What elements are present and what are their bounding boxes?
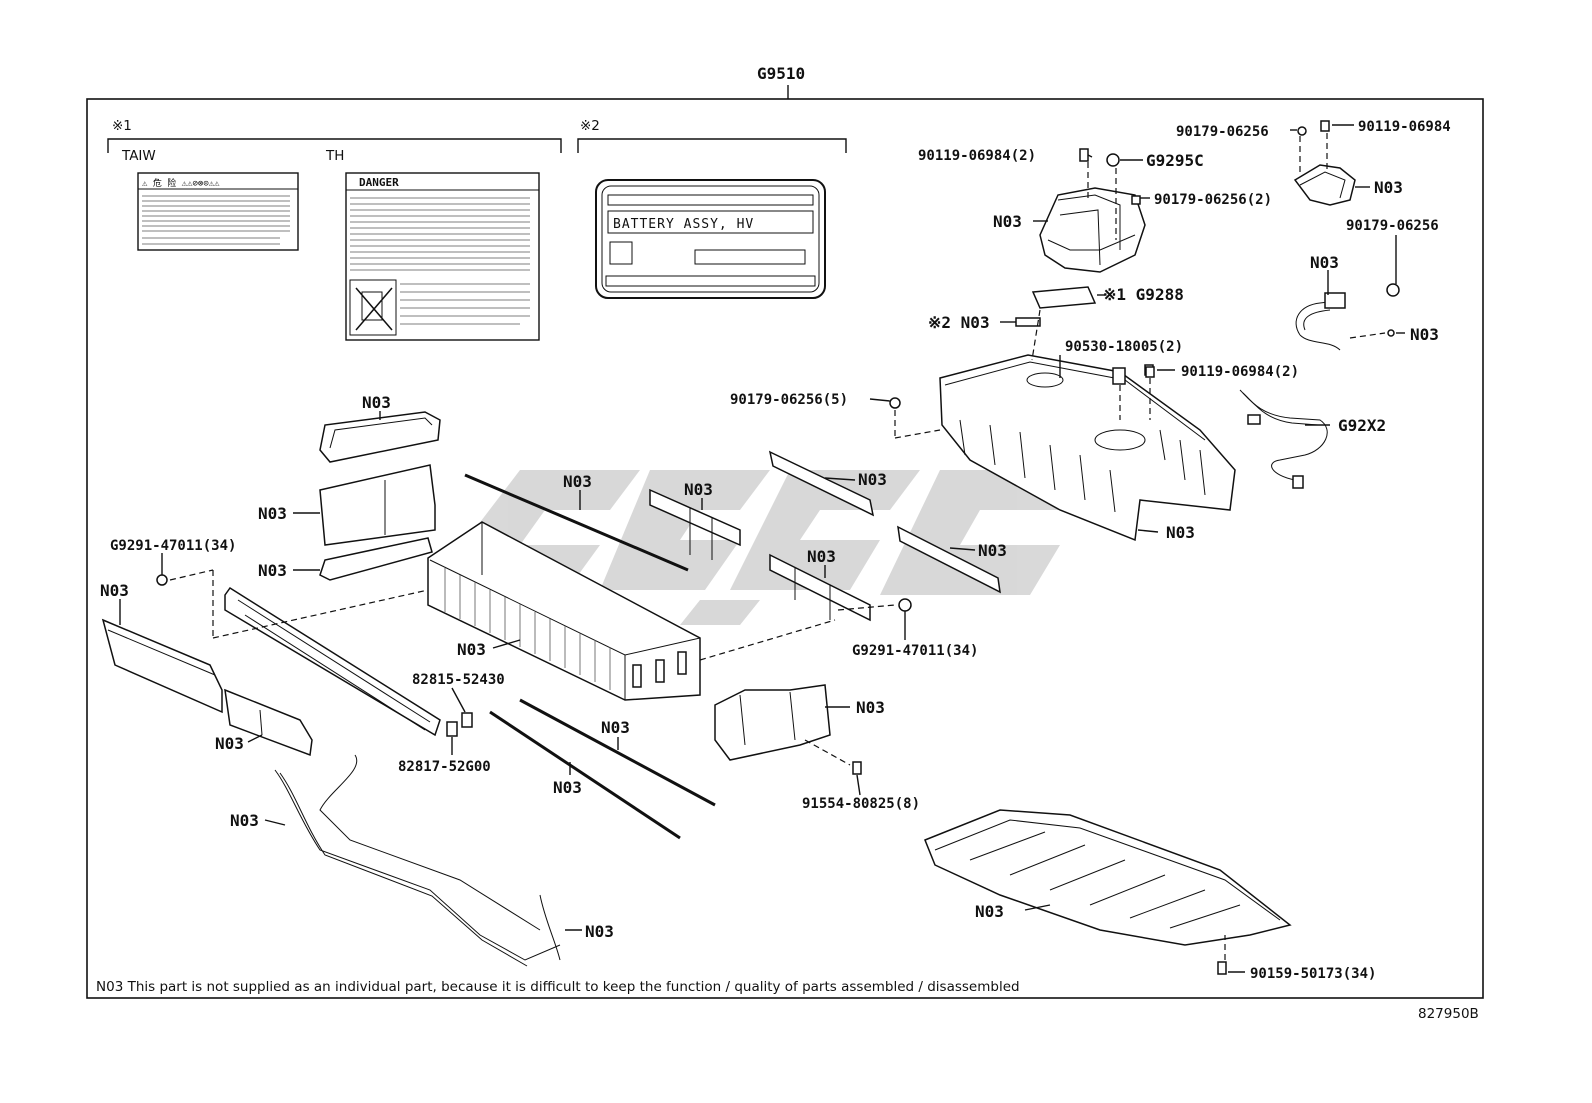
- battery-case-part: [939, 354, 1236, 542]
- label-sheet-g9288: [1015, 286, 1097, 327]
- busbar-module-left: [224, 586, 441, 737]
- callout-91554: 91554-80825(8): [802, 796, 920, 812]
- lower-plate-part: [319, 537, 433, 581]
- upper-cover-part: [1039, 153, 1146, 273]
- callout-n03-case: N03: [1166, 523, 1195, 542]
- callout-90530-18005: 90530-18005(2): [1065, 339, 1183, 355]
- battery-assy-label: BATTERY ASSY, HV: [595, 179, 826, 299]
- tie-rod-upper: [464, 473, 689, 572]
- left-side-panel: [101, 618, 223, 714]
- callout-82815: 82815-52430: [412, 672, 505, 688]
- callout-82817: 82817-52G00: [398, 759, 491, 775]
- assembly-code: G9510: [757, 64, 805, 83]
- danger-heading: DANGER: [359, 176, 399, 189]
- callout-n03-bottom-panel: N03: [215, 734, 244, 753]
- callout-n03-rod3: N03: [553, 778, 582, 797]
- callout-n03-wire-l: N03: [230, 811, 259, 830]
- callout-90119-06984-2-top: 90119-06984(2): [918, 148, 1036, 164]
- callout-n03-top-plate: N03: [362, 393, 391, 412]
- callout-90179-06256-tr: 90179-06256: [1176, 124, 1269, 140]
- busbar-block-b: [769, 553, 871, 622]
- harness-upper-right: [1295, 283, 1400, 351]
- callout-g9291-right: G9291-47011(34): [852, 643, 978, 659]
- callout-labels: 90119-06984(2) G9295C 90179-06256(2) N03…: [100, 119, 1451, 982]
- callout-g9295c: G9295C: [1146, 151, 1204, 170]
- wire-harness-lower: [274, 754, 561, 967]
- callout-n03-rod: N03: [563, 472, 592, 491]
- callout-n03-harness-top: N03: [1310, 253, 1339, 272]
- top-plate-part: [319, 411, 441, 463]
- th-label: TH: [325, 148, 344, 164]
- lower-bracket-part: [714, 684, 831, 761]
- battery-assy-text: BATTERY ASSY, HV: [613, 217, 754, 232]
- callout-n03-tr-bracket: N03: [1374, 178, 1403, 197]
- harness-g92x2: [1239, 389, 1328, 489]
- callout-90179-06256-r: 90179-06256: [1346, 218, 1439, 234]
- callout-g9288: ※1 G9288: [1103, 285, 1184, 304]
- callout-n03-rail-b: N03: [978, 541, 1007, 560]
- fastener-nuts: [156, 148, 1227, 975]
- callout-n03-left-panel: N03: [100, 581, 129, 600]
- label-group2-mark: ※2: [580, 118, 600, 134]
- top-right-bracket-part: [1293, 120, 1356, 206]
- callout-90179-06256-2: 90179-06256(2): [1154, 192, 1272, 208]
- callout-90159: 90159-50173(34): [1250, 966, 1376, 982]
- bottom-tray-part: [924, 809, 1292, 946]
- taiw-caution-label: ⚠ 危 险 ⚠⚠⊘⊗⊙⚠⚠: [137, 172, 299, 251]
- callout-n03-rail-a: N03: [858, 470, 887, 489]
- callout-n03-cover: N03: [993, 212, 1022, 231]
- callout-90119-06984-tr: 90119-06984: [1358, 119, 1451, 135]
- footnote: N03 This part is not supplied as an indi…: [96, 979, 1020, 995]
- callout-n03-wire-r: N03: [585, 922, 614, 941]
- callout-n03-stack: N03: [457, 640, 486, 659]
- leader-lines: [119, 124, 1405, 973]
- callout-n03-tray: N03: [975, 902, 1004, 921]
- label-group1-mark: ※1: [112, 118, 132, 134]
- rail-b: [897, 525, 1001, 594]
- tie-rod-lower-a: [519, 698, 716, 807]
- bottom-side-panel: [224, 688, 313, 757]
- th-danger-label: DANGER: [345, 172, 540, 341]
- tie-rod-lower-b: [489, 710, 681, 840]
- busbar-block-a: [649, 488, 741, 560]
- callout-n03-bolt-r: N03: [1410, 325, 1439, 344]
- callout-90179-06256-5: 90179-06256(5): [730, 392, 848, 408]
- callout-n03-busbar-a: N03: [684, 480, 713, 499]
- callout-n03-bracket: N03: [856, 698, 885, 717]
- recycle-bin-icon: [355, 287, 393, 331]
- battery-cell-stack: [427, 521, 701, 701]
- callout-n03-rod2: N03: [601, 718, 630, 737]
- callout-g92x2: G92X2: [1338, 416, 1386, 435]
- callout-n03-label2: ※2 N03: [928, 313, 990, 332]
- svg-text:⚠ 危 险 ⚠⚠⊘⊗⊙⚠⚠: ⚠ 危 险 ⚠⚠⊘⊗⊙⚠⚠: [142, 177, 220, 189]
- assembly-frame: [86, 98, 1484, 999]
- center-plate-part: [319, 464, 436, 546]
- rail-a: [768, 450, 875, 517]
- drawing-number: 827950B: [1418, 1006, 1479, 1022]
- callout-90119-06984-2-mid: 90119-06984(2): [1181, 364, 1299, 380]
- callout-g9291-left: G9291-47011(34): [110, 538, 236, 554]
- taiw-label: TAIW: [121, 148, 156, 164]
- callout-n03-lower-plate: N03: [258, 561, 287, 580]
- callout-n03-busbar-b: N03: [807, 547, 836, 566]
- callout-n03-plate: N03: [258, 504, 287, 523]
